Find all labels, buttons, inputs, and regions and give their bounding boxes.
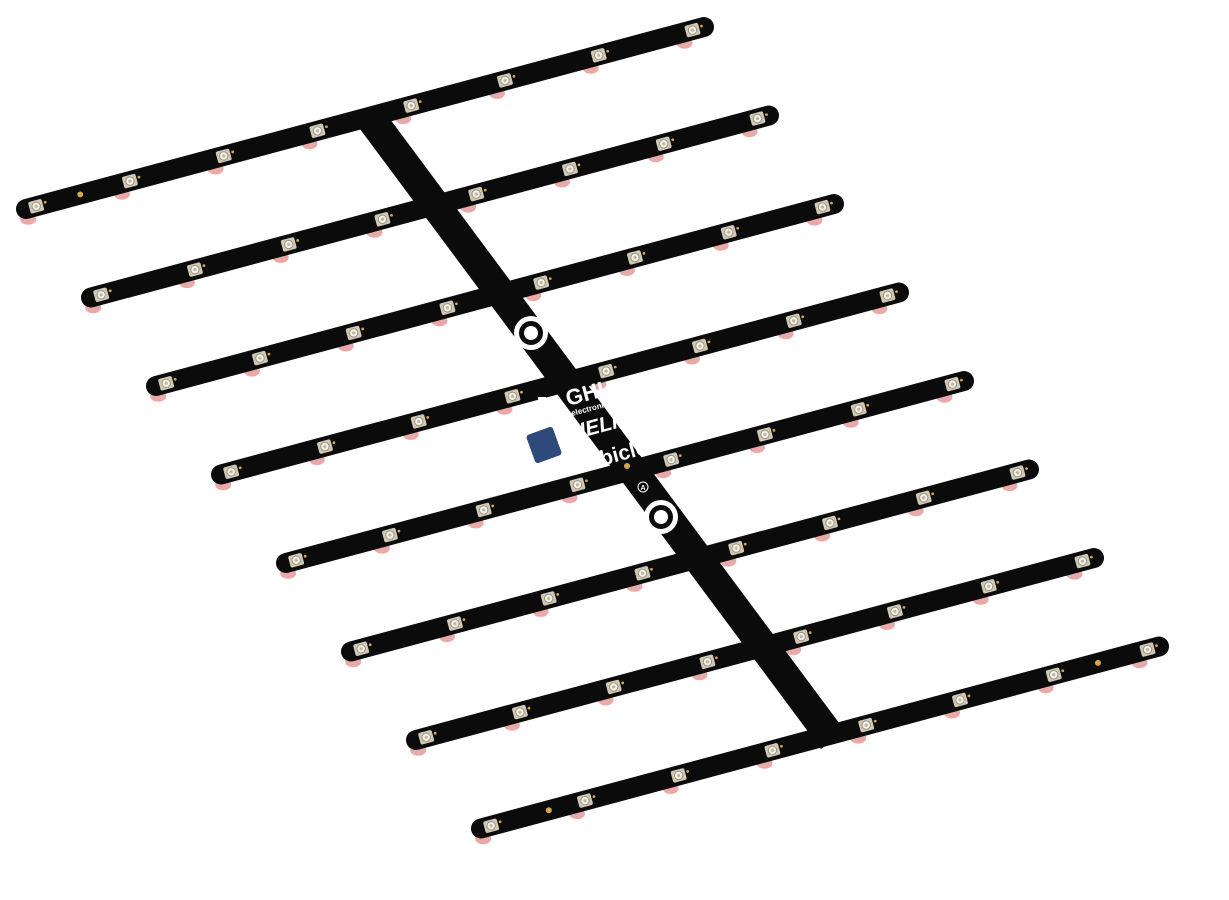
led-icon — [785, 313, 805, 328]
led-icon — [187, 262, 206, 277]
led-icon — [512, 704, 531, 720]
led-icon — [728, 540, 747, 556]
spine-trace — [359, 111, 846, 749]
led-icon — [317, 439, 336, 454]
led-icon — [1045, 667, 1065, 682]
led-icon — [850, 402, 870, 417]
led-icon — [980, 579, 1000, 594]
led-icon — [403, 98, 422, 113]
led-icon — [670, 768, 690, 783]
led-icon — [122, 173, 141, 189]
led-icon — [93, 287, 112, 302]
led-icon — [1074, 553, 1093, 569]
led-icon — [749, 111, 768, 126]
led-icon — [475, 502, 495, 518]
led-icon — [887, 604, 906, 619]
led-icon — [605, 679, 625, 695]
led-icon — [793, 629, 812, 644]
led-icon — [634, 566, 653, 581]
led-icon — [468, 186, 487, 202]
led-strip-3 — [146, 194, 844, 396]
solder-pad — [77, 191, 84, 198]
svg-text:A: A — [641, 485, 646, 492]
status-pad — [624, 463, 630, 469]
led-strip-5 — [276, 371, 974, 573]
led-icon — [483, 818, 502, 833]
mounting-hole-top — [514, 316, 548, 350]
led-icon — [915, 490, 935, 505]
solder-pad — [545, 807, 552, 814]
led-icon — [764, 743, 783, 758]
led-strip-6 — [341, 459, 1039, 662]
led-icon — [944, 376, 963, 392]
led-icon — [684, 22, 703, 38]
led-icon — [288, 553, 307, 568]
led-icon — [345, 325, 365, 341]
board-spine — [359, 111, 846, 749]
led-icon — [663, 452, 682, 467]
led-icon — [540, 591, 560, 606]
led-icon — [504, 389, 523, 404]
led-icon — [822, 515, 841, 531]
side-connector — [526, 426, 562, 464]
led-icon — [1009, 465, 1028, 480]
led-strip-8 — [471, 636, 1169, 839]
led-icon — [223, 464, 242, 479]
led-icon — [215, 148, 235, 164]
led-icon — [858, 717, 877, 733]
led-icon — [814, 199, 833, 215]
led-icon — [627, 250, 646, 265]
led-icon — [598, 363, 617, 379]
led-strip-1 — [16, 17, 714, 219]
led-icon — [577, 793, 596, 808]
led-icon — [252, 350, 271, 366]
led-icon — [382, 527, 401, 543]
led-icon — [28, 199, 47, 214]
led-icon — [309, 123, 328, 138]
led-icon — [1139, 642, 1158, 657]
led-icon — [757, 427, 776, 442]
orientation-mark: A — [637, 481, 649, 493]
led-strip-7 — [406, 548, 1104, 750]
led-icon — [418, 730, 437, 745]
led-strip-2 — [81, 105, 779, 308]
led-icon — [533, 275, 552, 290]
led-icon — [720, 225, 740, 240]
led-icon — [374, 212, 393, 227]
led-icon — [879, 288, 898, 303]
led-icon — [569, 477, 588, 492]
led-icon — [497, 73, 516, 88]
led-icon — [590, 48, 610, 63]
led-layer — [28, 22, 1158, 833]
led-icon — [410, 414, 430, 429]
led-icon — [158, 376, 177, 391]
led-icon — [692, 338, 711, 354]
led-icon — [699, 654, 718, 669]
led-icon — [952, 692, 971, 708]
led-icon — [562, 161, 581, 177]
led-icon — [439, 300, 458, 315]
solder-pad — [1094, 659, 1101, 666]
led-icon — [280, 237, 300, 252]
led-icon — [447, 616, 466, 631]
led-icon — [353, 641, 372, 656]
led-strips — [16, 17, 1169, 839]
mounting-hole-bottom — [644, 500, 678, 534]
ghi-logo-icon — [538, 397, 556, 413]
led-strip-4 — [211, 282, 909, 485]
led-icon — [655, 136, 675, 151]
